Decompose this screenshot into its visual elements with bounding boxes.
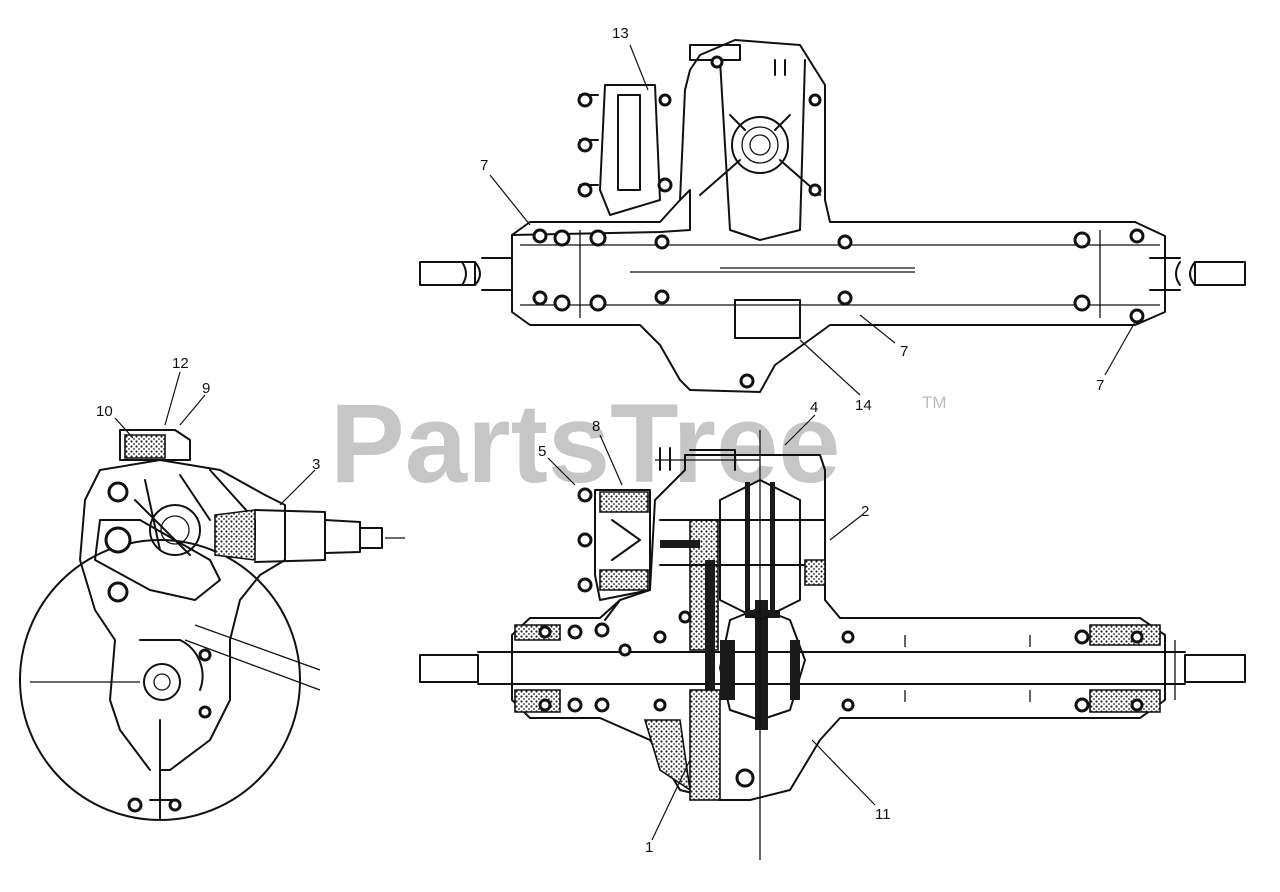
callout-7-middle: 7 [900, 343, 908, 360]
callout-2: 2 [861, 503, 869, 520]
callout-14: 14 [855, 397, 872, 414]
top-view-housing [419, 39, 1246, 393]
callout-4: 4 [810, 399, 818, 416]
cross-section-view [419, 430, 1246, 860]
callout-8: 8 [592, 418, 600, 435]
callout-labels: 13 7 7 7 14 12 9 10 3 4 8 5 2 11 1 [96, 25, 1104, 856]
callout-3: 3 [312, 456, 320, 473]
callout-7-top-left: 7 [480, 157, 488, 174]
callout-9: 9 [202, 380, 210, 397]
watermark-trademark: TM [922, 393, 947, 412]
callout-7-right: 7 [1096, 377, 1104, 394]
leader-lines [114, 44, 1136, 841]
side-view-housing [19, 429, 405, 821]
callout-12: 12 [172, 355, 189, 372]
callout-5: 5 [538, 443, 546, 460]
callout-1: 1 [645, 839, 653, 856]
callout-11: 11 [875, 806, 891, 823]
callout-10: 10 [96, 403, 113, 420]
watermark-text: PartsTree [330, 381, 841, 506]
callout-13: 13 [612, 25, 629, 42]
